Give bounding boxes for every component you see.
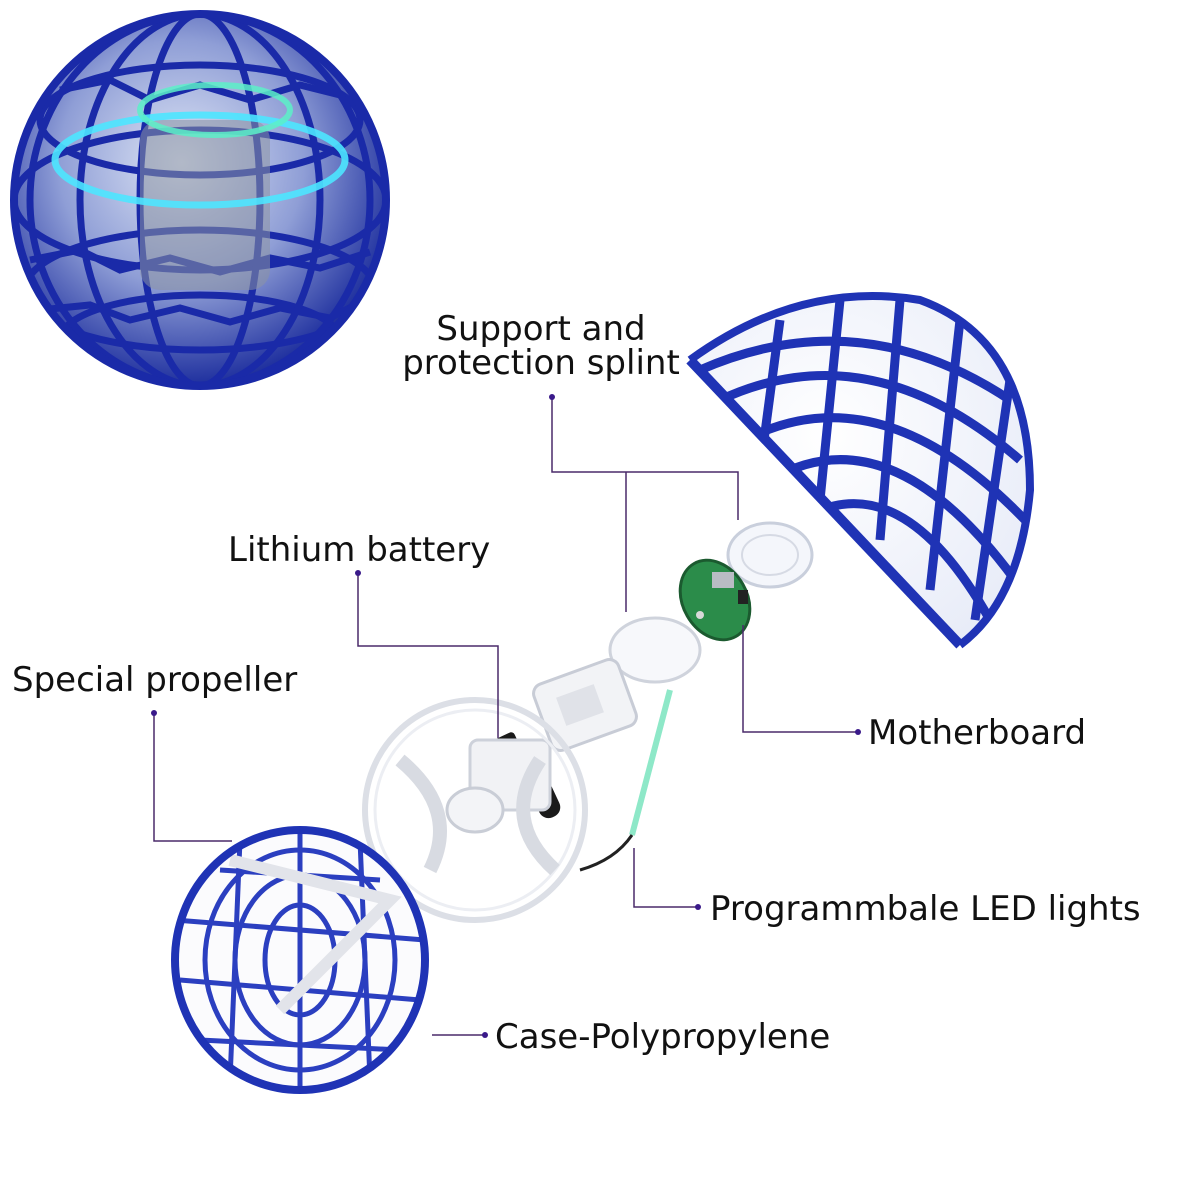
assembled-ball-image (10, 10, 390, 390)
leader-propeller (153, 713, 232, 842)
leader-support (551, 397, 739, 520)
dot-support (549, 394, 555, 400)
leader-lines (153, 397, 858, 1036)
label-motherboard: Motherboard (868, 713, 1087, 753)
label-support-line2: protection splint (402, 343, 680, 383)
splint-disc-image (726, 521, 814, 589)
leader-motherboard (742, 625, 858, 733)
dot-motherboard (855, 729, 861, 735)
lower-shell-image (171, 826, 429, 1094)
label-special-propeller: Special propeller (12, 660, 298, 700)
motor-image (532, 616, 702, 752)
label-lithium-battery: Lithium battery (228, 530, 491, 570)
label-support-line1: Support and (436, 309, 646, 349)
label-led-lights: Programmbale LED lights (710, 889, 1141, 929)
dot-propeller (151, 710, 157, 716)
leader-lithium (357, 573, 499, 738)
label-support-splint: Support and protection splint (396, 312, 686, 380)
dot-case (482, 1032, 488, 1038)
leader-led (633, 848, 698, 908)
dot-lithium (355, 570, 361, 576)
motherboard-image (678, 558, 752, 642)
leader-dots (151, 394, 861, 1038)
dot-led (695, 904, 701, 910)
led-strip-image (579, 689, 673, 872)
propeller-ring-image (362, 697, 588, 923)
label-case: Case-Polypropylene (495, 1017, 831, 1057)
upper-shell-image (686, 292, 1035, 649)
